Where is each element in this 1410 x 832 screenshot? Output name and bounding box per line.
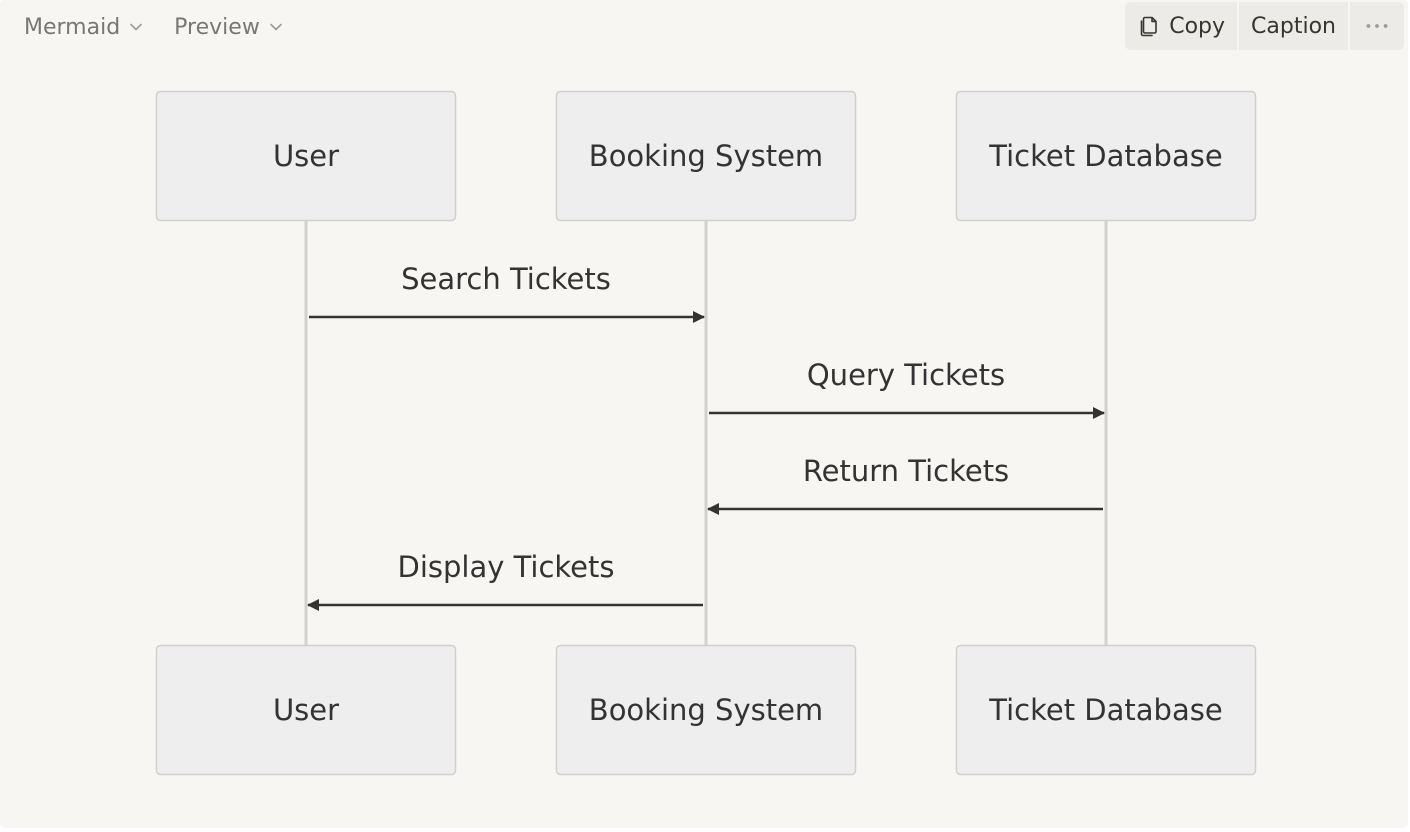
- actor-box: [155, 644, 457, 776]
- actor-label: User: [273, 139, 339, 173]
- actor-label: User: [273, 693, 339, 727]
- actor-db-bottom: Ticket Database: [955, 644, 1257, 776]
- actor-label: Ticket Database: [988, 139, 1222, 173]
- actor-box: [955, 644, 1257, 776]
- block-toolbar-right: Copy Caption: [1125, 2, 1404, 50]
- copy-label: Copy: [1169, 13, 1226, 39]
- actor-box: [555, 90, 857, 222]
- actor-user-top: User: [155, 90, 457, 222]
- language-dropdown[interactable]: Mermaid: [24, 15, 144, 40]
- message-3: Return Tickets: [707, 454, 1103, 515]
- copy-button[interactable]: Copy: [1125, 2, 1240, 50]
- copy-icon: [1140, 16, 1158, 37]
- actor-label: Booking System: [589, 139, 823, 173]
- chevron-down-icon: [270, 23, 282, 31]
- caption-label: Caption: [1251, 13, 1336, 39]
- message-label: Search Tickets: [401, 262, 611, 296]
- view-mode-dropdown[interactable]: Preview: [174, 15, 284, 40]
- actor-booking-top: Booking System: [555, 90, 857, 222]
- message-2: Query Tickets: [709, 358, 1105, 419]
- message-4: Display Tickets: [307, 550, 703, 611]
- message-label: Display Tickets: [397, 550, 614, 584]
- actor-user-bottom: User: [155, 644, 457, 776]
- more-horizontal-icon: [1366, 24, 1388, 28]
- actor-box: [955, 90, 1257, 222]
- actor-box: [555, 644, 857, 776]
- more-options-button[interactable]: [1350, 2, 1404, 50]
- caption-button[interactable]: Caption: [1239, 2, 1350, 50]
- actor-label: Booking System: [589, 693, 823, 727]
- message-1: Search Tickets: [309, 262, 705, 323]
- chevron-down-icon: [130, 23, 142, 31]
- view-mode-label: Preview: [174, 14, 260, 40]
- message-label: Query Tickets: [807, 358, 1005, 392]
- language-label: Mermaid: [24, 14, 121, 40]
- block-toolbar-left: Mermaid Preview: [24, 10, 284, 44]
- actor-db-top: Ticket Database: [955, 90, 1257, 222]
- message-label: Return Tickets: [803, 454, 1009, 488]
- actor-label: Ticket Database: [988, 693, 1222, 727]
- actor-box: [155, 90, 457, 222]
- actor-booking-bottom: Booking System: [555, 644, 857, 776]
